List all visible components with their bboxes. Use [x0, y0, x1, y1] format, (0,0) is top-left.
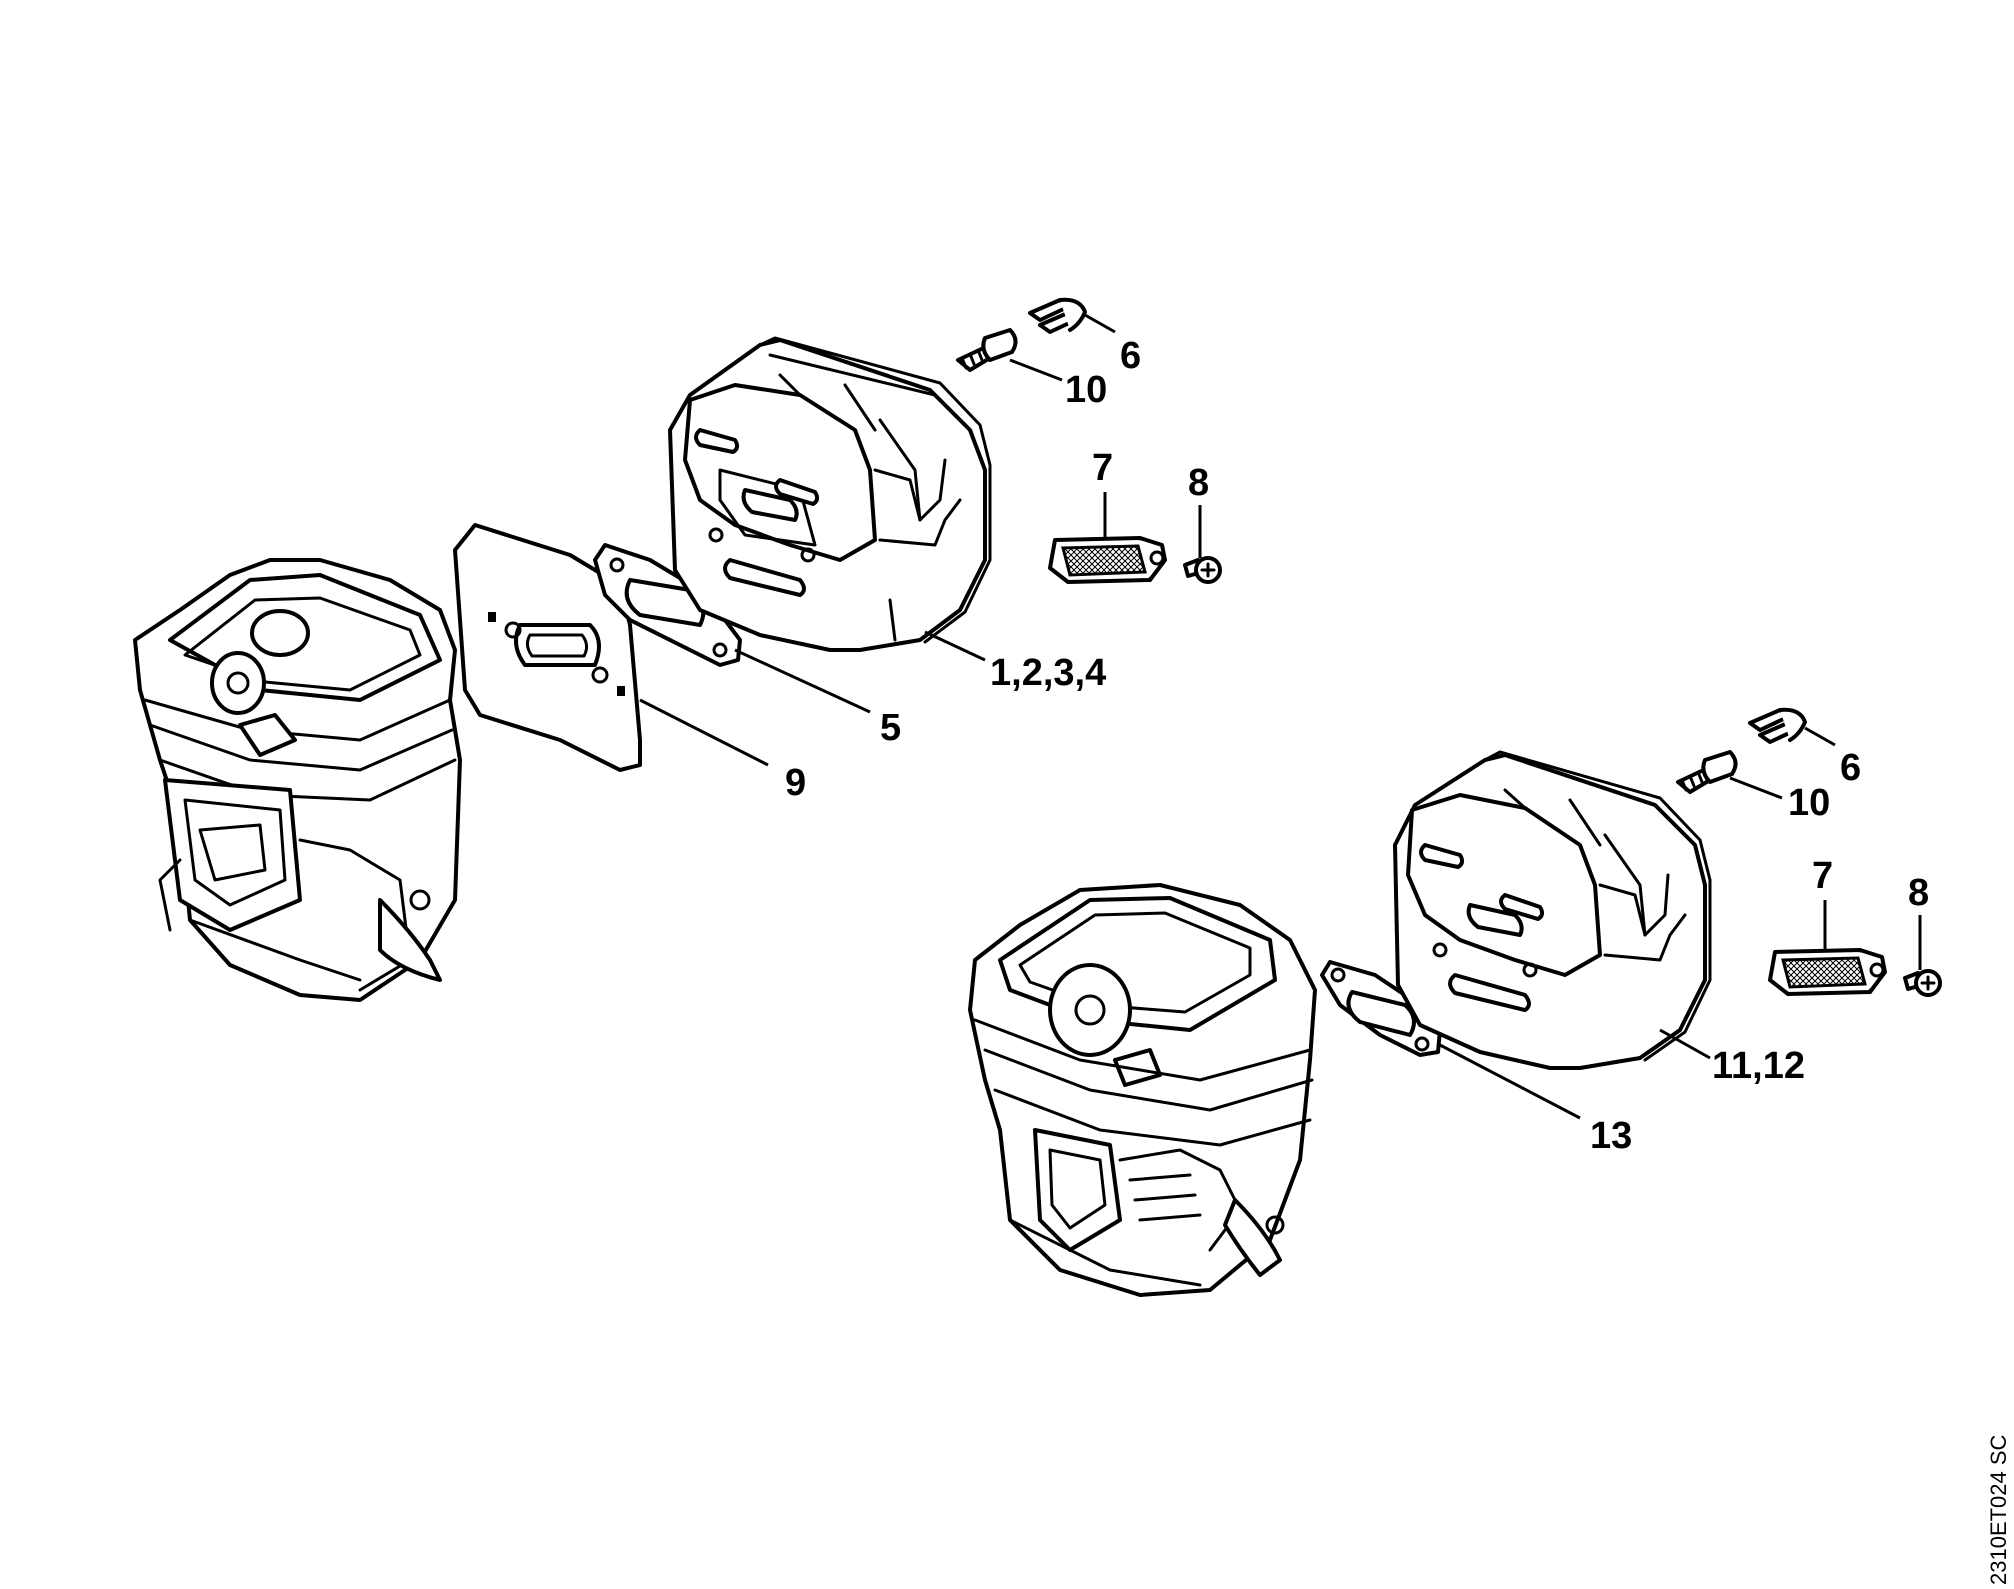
muffler-upper	[668, 336, 992, 652]
screw-8-lower	[1903, 969, 1942, 997]
callout-bottom-10: 10	[1788, 782, 1830, 824]
screw-10-upper	[956, 328, 1018, 372]
muffler-lower	[1393, 750, 1712, 1070]
callout-top-5: 5	[880, 707, 901, 749]
callout-top-8: 8	[1188, 462, 1209, 504]
callout-bottom-7: 7	[1812, 855, 1833, 897]
callout-top-1234: 1,2,3,4	[990, 652, 1106, 694]
callout-top-9: 9	[785, 762, 806, 804]
spark-arrestor-screen-7-lower	[1768, 948, 1887, 996]
callout-top-6: 6	[1120, 335, 1141, 377]
screw-10-lower	[1676, 750, 1738, 794]
screw-8-upper	[1183, 556, 1222, 584]
callout-bottom-13: 13	[1590, 1115, 1632, 1157]
engine-cylinder-upper	[133, 558, 462, 1002]
spark-arrestor-screen-7-upper	[1048, 536, 1167, 584]
clip-6-lower	[1748, 707, 1807, 744]
gasket-9	[453, 523, 642, 772]
callout-bottom-1112: 11,12	[1712, 1045, 1805, 1087]
callout-bottom-6: 6	[1840, 747, 1861, 789]
callout-bottom-8: 8	[1908, 872, 1929, 914]
callout-labels: 6 10 7 8 1,2,3,4 5 9 6 10 7 8 11,12 13	[785, 335, 1929, 1157]
leader-lines	[639, 313, 1922, 1120]
gasket-5	[593, 543, 742, 667]
engine-cylinder-lower	[968, 883, 1317, 1297]
callout-top-7: 7	[1092, 447, 1113, 489]
clip-6-upper	[1028, 297, 1087, 334]
callout-top-10: 10	[1065, 369, 1107, 411]
drawing-code: 2310ET024 SC	[1986, 1434, 2011, 1585]
